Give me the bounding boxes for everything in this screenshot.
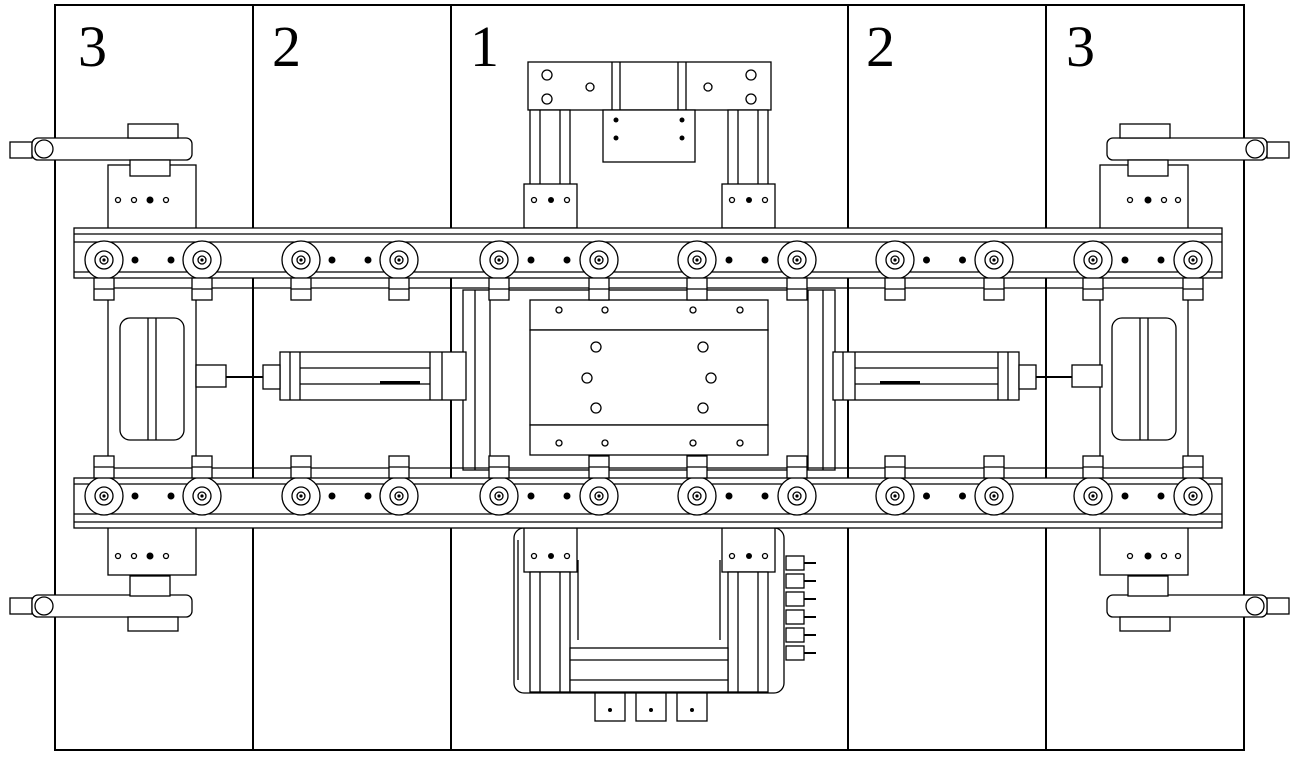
rail-bracket (1182, 277, 1204, 301)
roller-wheel (281, 476, 321, 516)
roller-bolt (527, 492, 571, 500)
rail-bracket (488, 277, 510, 301)
rail-bracket (1082, 277, 1104, 301)
right-pneumatic-cylinder (832, 351, 1072, 401)
roller-wheel (777, 240, 817, 280)
roller-bolt (923, 256, 966, 264)
bottom-roller-row (84, 476, 1213, 516)
rail-bracket (1082, 455, 1104, 479)
valve-fittings (785, 555, 816, 661)
rail-bracket (191, 455, 213, 479)
zone-label-2-right: 2 (866, 14, 895, 79)
roller-wheel (1073, 476, 1113, 516)
roller-bolt (328, 256, 372, 264)
rail-bracket (686, 455, 708, 479)
roller-wheel (875, 240, 915, 280)
bottom-rail (73, 477, 1223, 529)
roller-wheel (84, 240, 124, 280)
top-rail (73, 227, 1223, 279)
rail-bracket (388, 277, 410, 301)
rail-bracket (488, 455, 510, 479)
zone-frame (54, 4, 1245, 751)
roller-wheel (579, 240, 619, 280)
rail-bracket (191, 277, 213, 301)
zone-label-2-left: 2 (272, 14, 301, 79)
roller-bolt (725, 256, 769, 264)
rail-bracket (884, 455, 906, 479)
roller-bolt (1121, 492, 1165, 500)
roller-wheel (777, 476, 817, 516)
center-mounting-plate (462, 289, 836, 471)
roller-wheel (875, 476, 915, 516)
roller-wheel (281, 240, 321, 280)
roller-wheel (974, 240, 1014, 280)
zone-label-3-right: 3 (1066, 14, 1095, 79)
rail-bracket (686, 277, 708, 301)
roller-wheel (379, 476, 419, 516)
rail-bracket (588, 455, 610, 479)
top-center-bracket (523, 61, 776, 229)
zone-label-1-center: 1 (470, 14, 499, 79)
rail-bracket (983, 455, 1005, 479)
roller-bolt (923, 492, 966, 500)
rail-bracket (588, 277, 610, 301)
rail-bracket (983, 277, 1005, 301)
roller-brackets (93, 277, 1204, 479)
rail-bracket (786, 455, 808, 479)
rail-bracket (290, 277, 312, 301)
zone-label-3-left: 3 (78, 14, 107, 79)
left-pneumatic-cylinder (226, 351, 467, 401)
roller-wheel (1173, 240, 1213, 280)
roller-wheel (1173, 476, 1213, 516)
roller-wheel (84, 476, 124, 516)
left-end-frame (9, 123, 227, 632)
roller-bolt (328, 492, 372, 500)
bottom-center-frame (513, 527, 816, 722)
rail-bracket (93, 277, 115, 301)
rail-bracket (786, 277, 808, 301)
right-end-frame (1071, 123, 1290, 632)
roller-bolt (527, 256, 571, 264)
rail-bracket (290, 455, 312, 479)
roller-wheel (379, 240, 419, 280)
roller-bolt (725, 492, 769, 500)
roller-bolt (131, 256, 175, 264)
roller-wheel (182, 476, 222, 516)
roller-wheel (1073, 240, 1113, 280)
roller-wheel (479, 476, 519, 516)
roller-wheel (479, 240, 519, 280)
roller-wheel (579, 476, 619, 516)
roller-bolt (1121, 256, 1165, 264)
roller-wheel (677, 240, 717, 280)
rail-bracket (388, 455, 410, 479)
roller-wheel (677, 476, 717, 516)
top-roller-row (84, 240, 1213, 280)
roller-bolt (131, 492, 175, 500)
roller-wheel (974, 476, 1014, 516)
rail-bracket (93, 455, 115, 479)
rail-bracket (884, 277, 906, 301)
rail-bracket (1182, 455, 1204, 479)
conveyor-rails (73, 227, 1223, 529)
roller-wheel (182, 240, 222, 280)
